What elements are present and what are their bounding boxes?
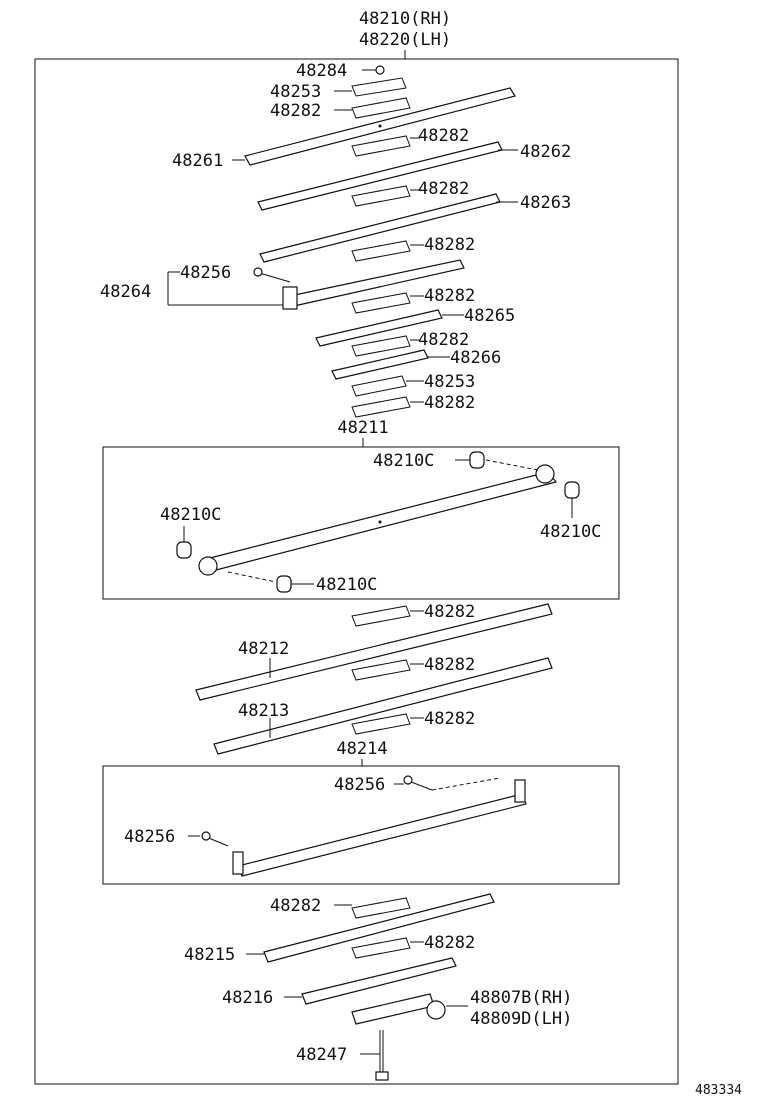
bushing-48210c-3 <box>176 541 192 559</box>
label-48256-mid: 48256 <box>334 775 385 795</box>
dashed-guide-3 <box>431 777 501 791</box>
pad-48282-a <box>351 135 411 157</box>
label-48282-f: 48282 <box>424 393 475 413</box>
dashed-guide-2 <box>227 571 277 583</box>
label-48282-h: 48282 <box>424 655 475 675</box>
label-48809d: 48809D(LH) <box>470 1009 572 1029</box>
label-48282-d: 48282 <box>424 286 475 306</box>
leaf-center-hole <box>378 124 382 128</box>
bushing-48210c-1 <box>469 451 485 469</box>
label-48807b: 48807B(RH) <box>470 988 572 1008</box>
label-48263: 48263 <box>520 193 571 213</box>
clip-roller <box>426 1000 446 1020</box>
label-48212: 48212 <box>238 639 289 659</box>
label-48211: 48211 <box>337 418 388 438</box>
leaf-clip-left <box>232 851 244 875</box>
assembly-frame <box>34 58 679 1085</box>
assembly-label-lh: 48220(LH) <box>359 30 451 50</box>
pad-48282-j <box>351 897 411 919</box>
label-48282-e: 48282 <box>418 330 469 350</box>
pad-48282-c <box>351 240 411 262</box>
label-48266: 48266 <box>450 348 501 368</box>
label-48256-top: 48256 <box>180 263 231 283</box>
assembly-label-rh: 48210(RH) <box>359 9 451 29</box>
bolt-head-icon <box>253 267 263 277</box>
bolt-head-icon <box>201 831 211 841</box>
bushing-48210c-2 <box>564 481 580 499</box>
label-48210c-3: 48210C <box>160 505 221 525</box>
leaf-48265 <box>315 309 443 347</box>
label-48282-c: 48282 <box>424 235 475 255</box>
eye-bushing-left <box>198 556 218 576</box>
eye-bushing-right <box>535 464 555 484</box>
leaf-48216 <box>301 957 457 1005</box>
leaf-48212 <box>195 603 553 701</box>
leaf-clip <box>282 286 298 310</box>
leaf-48214 <box>237 793 527 877</box>
pad-48282-b <box>351 185 411 207</box>
label-48247: 48247 <box>296 1045 347 1065</box>
subassembly-frame-48214 <box>102 765 620 885</box>
diagram-id: 483334 <box>695 1083 742 1098</box>
pad-48282-g <box>351 605 411 627</box>
label-48265: 48265 <box>464 306 515 326</box>
label-48282-a: 48282 <box>418 126 469 146</box>
leaf-48215 <box>263 893 495 963</box>
leaf-48266 <box>331 349 429 380</box>
label-48210c-2: 48210C <box>540 522 601 542</box>
label-48210c-1: 48210C <box>373 451 434 471</box>
bolt-head-icon <box>375 1071 389 1081</box>
label-48214: 48214 <box>336 739 387 759</box>
main-leaf-center-hole <box>378 520 382 524</box>
label-48253-b: 48253 <box>424 372 475 392</box>
plate-48253-b <box>351 375 407 397</box>
pad-48282-d <box>351 292 411 314</box>
pad-48282-i <box>351 713 411 735</box>
bolt-head-icon <box>403 775 413 785</box>
label-48282-i: 48282 <box>424 709 475 729</box>
pad-48282-k <box>351 937 411 959</box>
pad-48282-f <box>351 396 411 418</box>
label-48210c-4: 48210C <box>316 575 377 595</box>
pad-48282-e <box>351 335 411 357</box>
label-48253-top: 48253 <box>270 82 321 102</box>
label-48261: 48261 <box>172 151 223 171</box>
rebound-clip <box>351 993 435 1025</box>
label-48282-b: 48282 <box>418 179 469 199</box>
label-48282-j: 48282 <box>270 896 321 916</box>
label-48262: 48262 <box>520 142 571 162</box>
label-48282-k: 48282 <box>424 933 475 953</box>
bushing-48210c-4 <box>276 575 292 593</box>
dashed-guide-1 <box>485 459 539 471</box>
label-48282-top: 48282 <box>270 101 321 121</box>
pad-48282-h <box>351 659 411 681</box>
label-48264: 48264 <box>100 282 151 302</box>
label-48213: 48213 <box>238 701 289 721</box>
subassembly-frame-48211 <box>102 446 620 600</box>
label-48215: 48215 <box>184 945 235 965</box>
pad-48282-top <box>351 97 411 119</box>
label-48256-left: 48256 <box>124 827 175 847</box>
plate-48253-top <box>351 77 407 97</box>
leaf-clip-right <box>514 779 526 803</box>
label-48284: 48284 <box>296 61 347 81</box>
label-48216: 48216 <box>222 988 273 1008</box>
main-leaf-48211 <box>209 471 558 571</box>
nut-icon <box>375 65 385 75</box>
leaf-48213 <box>213 657 553 755</box>
label-48282-g: 48282 <box>424 602 475 622</box>
